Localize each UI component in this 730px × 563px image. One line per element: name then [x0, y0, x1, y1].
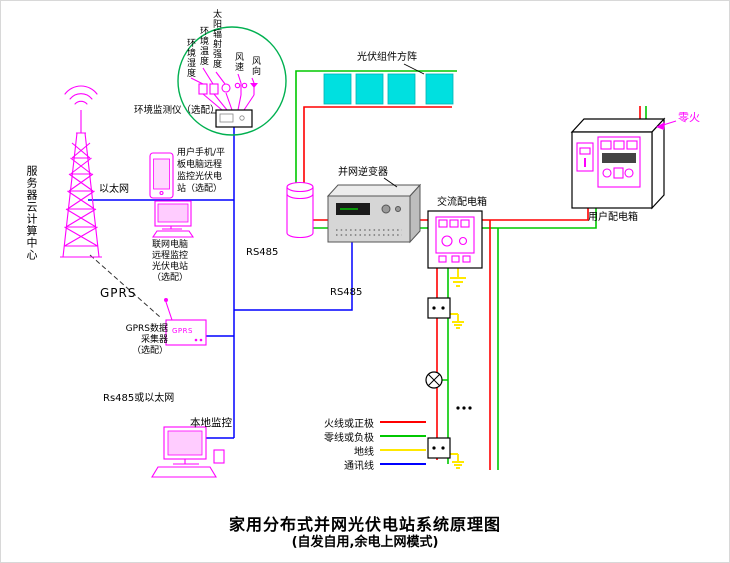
user-distribution-box [570, 117, 666, 210]
comm-wires [88, 127, 353, 439]
local-monitor-pc-icon [151, 426, 225, 478]
legend-row-live: 火线或正极 [322, 415, 426, 430]
lamp-load [425, 371, 443, 389]
diagram-title: 家用分布式并网光伏电站系统原理图 [228, 515, 501, 534]
wind-vane-sensor-icon [250, 83, 258, 95]
rs485-ethernet-label: Rs485或以太网 [103, 393, 175, 404]
env-sensor-circle [177, 26, 287, 136]
legend-line-ground [380, 449, 426, 451]
gprs-device-text: GPRS [172, 327, 193, 335]
sensor-label-humidity: 环境湿度 [185, 38, 195, 78]
gprs-link-label: GPRS [100, 286, 137, 300]
zero-fire-label: 零火 [678, 111, 700, 124]
sensor-label-wind-direction: 风向 [250, 56, 260, 76]
ethernet-label: 以太网 [99, 184, 129, 195]
sensor-icons [190, 67, 258, 111]
inverter-device [326, 183, 422, 244]
ac-distribution-box [427, 210, 483, 269]
smartphone-icon [149, 152, 174, 199]
legend-label-ground: 地线 [354, 446, 374, 458]
gprs-collector-device [164, 298, 207, 346]
sensor-label-wind-speed: 风速 [233, 52, 243, 72]
socket-load-2 [427, 437, 451, 459]
legend-label-live: 火线或正极 [324, 418, 374, 430]
dc-protector-device [286, 181, 314, 239]
wind-speed-sensor-icon [234, 82, 248, 95]
legend-row-neutral: 零线或负极 [322, 429, 426, 444]
pv-label-pointer [403, 63, 425, 75]
legend-label-neutral: 零线或负极 [324, 432, 374, 444]
env-monitor-label: 环境监测仪（选配） [134, 105, 220, 116]
energy-meter [597, 136, 641, 188]
user-box-label: 用户配电箱 [588, 212, 638, 223]
breaker [576, 142, 594, 172]
solar-sensor-icon [221, 83, 231, 93]
zero-fire-arrow [656, 120, 677, 130]
socket-load-1 [427, 297, 451, 319]
sensor-label-solar: 太阳辐射强度 [211, 9, 221, 69]
legend-row-comm: 通讯线 [322, 457, 426, 472]
inverter-label: 并网逆变器 [338, 167, 388, 178]
env-monitor-device [211, 109, 253, 128]
networked-pc-icon [151, 200, 195, 238]
legend-line-live [380, 421, 426, 423]
legend: 火线或正极 零线或负极 地线 通讯线 [322, 415, 426, 472]
server-center-label: 服务器云计算中心 [25, 165, 38, 261]
legend-line-neutral [380, 435, 426, 437]
local-monitor-label: 本地监控 [190, 417, 232, 429]
radio-waves-icon [64, 85, 98, 105]
rs485-label-inverter: RS485 [330, 287, 363, 298]
more-loads-ellipsis [456, 406, 472, 410]
legend-line-comm [380, 463, 426, 465]
humidity-sensor-icon [198, 83, 208, 95]
inverter-knob [381, 204, 391, 214]
pc-monitor-label: 联网电脑 远程监控 光伏电站 （选配） [152, 240, 189, 283]
rs485-label-dc: RS485 [246, 247, 279, 258]
gprs-collector-label: GPRS数据 采集器 （选配） [125, 324, 168, 356]
legend-label-comm: 通讯线 [344, 460, 374, 472]
diagram-subtitle: (自发自用,余电上网模式) [291, 535, 439, 550]
pv-array-label: 光伏组件方阵 [357, 52, 417, 63]
legend-row-ground: 地线 [322, 443, 426, 458]
temperature-sensor-icon [209, 83, 219, 95]
inverter-label-pointer [383, 177, 398, 188]
phone-monitor-label: 用户手机/平 板电脑远程 监控光伏电 站（选配） [177, 148, 226, 194]
sensor-label-temperature: 环境温度 [198, 26, 208, 66]
ac-box-label: 交流配电箱 [437, 197, 487, 208]
pv-panel-array [323, 73, 454, 105]
server-tower [60, 85, 102, 258]
ground-wires [450, 268, 466, 469]
